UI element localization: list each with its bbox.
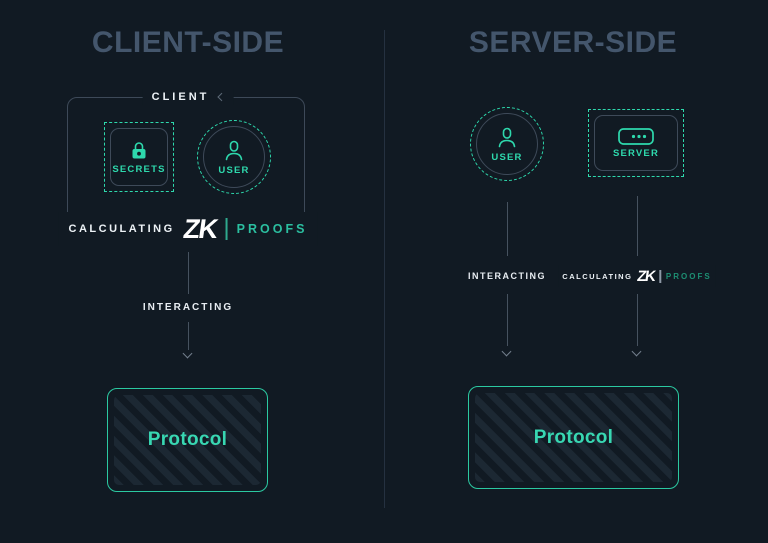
user-icon bbox=[495, 126, 519, 149]
secrets-node-inner: SECRETS bbox=[110, 128, 168, 186]
arrow-left-icon bbox=[217, 92, 226, 102]
server-flow-line-bottom bbox=[637, 294, 638, 346]
user-flow-line-bottom bbox=[507, 294, 508, 346]
client-flow-line-bottom bbox=[188, 322, 189, 350]
server-side-heading: SERVER-SIDE bbox=[468, 26, 678, 59]
proofs-label: PROOFS bbox=[665, 271, 712, 281]
zk-divider-bar bbox=[225, 218, 228, 240]
user-icon bbox=[222, 139, 246, 162]
client-user-label: USER bbox=[218, 164, 250, 176]
server-protocol-label: Protocol bbox=[533, 426, 614, 448]
center-divider bbox=[384, 30, 385, 508]
secrets-node: SECRETS bbox=[104, 122, 174, 192]
client-user-node-inner: USER bbox=[203, 126, 265, 188]
client-user-node: USER bbox=[197, 120, 271, 194]
client-flow-line-top bbox=[188, 252, 189, 294]
server-protocol-box: Protocol bbox=[468, 386, 679, 489]
server-label: SERVER bbox=[612, 147, 660, 159]
zk-divider-bar bbox=[659, 269, 661, 283]
lock-icon bbox=[129, 140, 149, 161]
zk-logo: ZK bbox=[181, 213, 219, 244]
server-side-user-node-inner: USER bbox=[476, 113, 538, 175]
client-protocol-box: Protocol bbox=[107, 388, 268, 492]
calculating-label: CALCULATING bbox=[562, 271, 633, 281]
client-protocol-label: Protocol bbox=[147, 429, 228, 450]
server-flow-line-top bbox=[637, 196, 638, 256]
server-node-inner: SERVER bbox=[594, 115, 678, 171]
server-side-user-label: USER bbox=[491, 151, 523, 163]
server-node: SERVER bbox=[588, 109, 684, 177]
client-group-label-text: CLIENT bbox=[151, 91, 210, 103]
secrets-label: SECRETS bbox=[112, 163, 166, 175]
arrow-down-icon bbox=[501, 346, 512, 357]
proofs-label: PROOFS bbox=[236, 222, 308, 236]
client-interacting-label: INTERACTING bbox=[142, 302, 234, 313]
arrow-down-icon bbox=[182, 348, 193, 359]
client-group-label: CLIENT bbox=[142, 89, 234, 105]
client-side-heading: CLIENT-SIDE bbox=[91, 26, 285, 59]
server-side-interacting-label: INTERACTING bbox=[468, 271, 546, 281]
user-flow-line-top bbox=[507, 202, 508, 256]
arrow-down-icon bbox=[631, 346, 642, 357]
server-icon bbox=[618, 127, 654, 145]
calculating-zk-proofs-left: CALCULATING ZK PROOFS bbox=[58, 212, 318, 246]
calculating-zk-proofs-right: CALCULATING ZK PROOFS bbox=[558, 265, 716, 287]
server-side-user-node: USER bbox=[470, 107, 544, 181]
zk-logo: ZK bbox=[636, 267, 656, 285]
calculating-label: CALCULATING bbox=[68, 223, 175, 235]
